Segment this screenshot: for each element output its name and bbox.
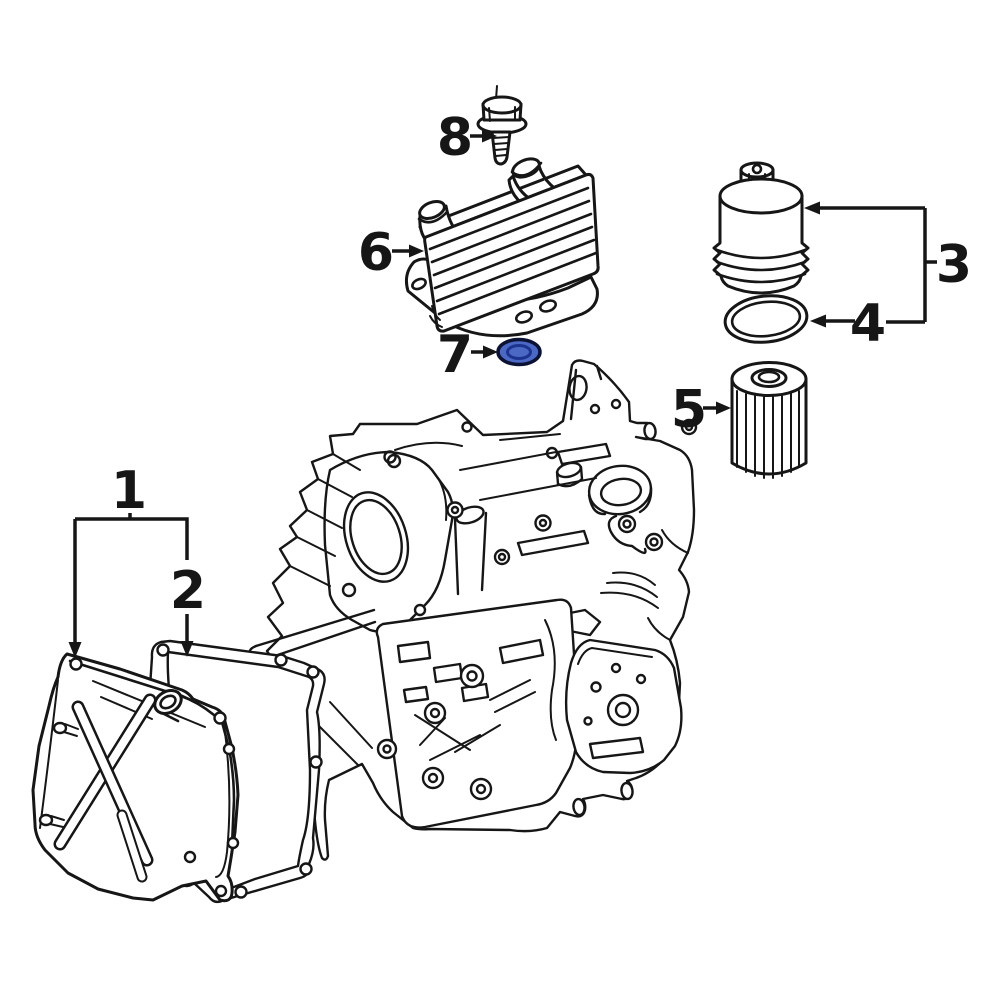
cooler-plates: [428, 186, 598, 328]
callout-4-label: 4: [850, 294, 886, 354]
case-valve-body: [375, 598, 579, 829]
arrowhead: [409, 244, 424, 258]
filter-element-drawing: [730, 361, 808, 479]
callout-6-label: 6: [358, 223, 394, 283]
case-top-bracket: [568, 364, 622, 421]
case-side-port-flange: [323, 450, 455, 633]
callout-8-label: 8: [437, 108, 473, 168]
oil-cooler-drawing: [405, 157, 600, 338]
callout-5-label: 5: [671, 380, 707, 440]
case-stub-cap: [572, 797, 586, 817]
callout-5: 5: [671, 380, 731, 440]
oil-pan-drawing: [31, 652, 240, 903]
transaxle-case-drawing: [247, 359, 698, 861]
case-bolt-holes: [383, 418, 698, 566]
arrowhead: [716, 401, 731, 415]
arrowhead: [804, 201, 820, 215]
callout-2: 2: [170, 561, 206, 657]
case-rib-lines: [289, 453, 361, 587]
filter-cap-drawing: [712, 161, 810, 295]
o-ring-drawing: [723, 294, 809, 344]
callout-3: 3: [804, 201, 972, 324]
case-boss-post: [453, 505, 488, 596]
arrowhead: [180, 641, 194, 657]
callout-6: 6: [358, 223, 424, 283]
arrowhead: [810, 314, 826, 328]
pan-filler-neck: [153, 689, 195, 723]
case-surface-lines: [394, 433, 689, 641]
flange-bolt-drawing: [476, 85, 528, 166]
callout-3-label: 3: [936, 235, 972, 295]
arrowhead: [482, 129, 497, 143]
callout-2-label: 2: [170, 561, 206, 621]
case-stub-cap: [620, 781, 634, 801]
pan-studs: [38, 721, 79, 828]
case-stub-cap: [643, 421, 657, 441]
callout-1-label: 1: [111, 461, 147, 521]
pan-ribs: [53, 693, 157, 883]
case-end-cover: [564, 638, 683, 775]
callout-4: 4: [810, 294, 886, 354]
callout-1: 1: [68, 461, 189, 658]
seal-highlighted-drawing: [496, 337, 542, 367]
callout-7-label: 7: [437, 325, 473, 385]
callout-8: 8: [437, 108, 497, 168]
arrowhead: [483, 345, 498, 359]
case-round-opening: [587, 464, 653, 516]
callout-7: 7: [437, 325, 498, 385]
arrowhead: [68, 642, 82, 658]
filter-pleats: [736, 390, 800, 479]
callouts: 1 2 3 4 5 6 7: [68, 108, 972, 658]
